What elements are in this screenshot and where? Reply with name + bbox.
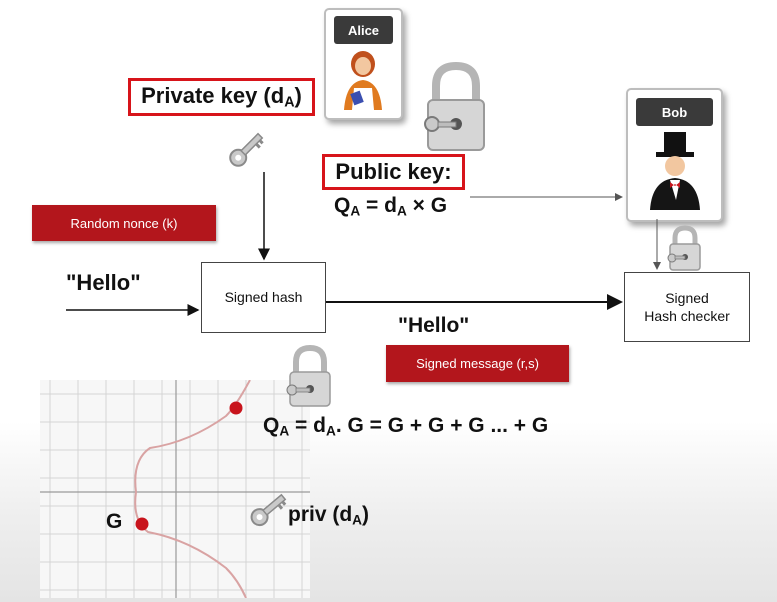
bob-avatar-icon — [650, 132, 700, 210]
priv-label: priv (dA) — [288, 503, 370, 528]
public-key-formula: QA = dA × G — [334, 194, 448, 219]
public-key-label: Public key: — [335, 159, 452, 184]
random-nonce-box: Random nonce (k) — [32, 205, 216, 241]
hash-checker-line2: Hash checker — [644, 308, 730, 324]
signed-hash-label: Signed hash — [224, 289, 303, 306]
g-point-label: G — [106, 510, 123, 533]
bob-label: Bob — [636, 98, 713, 126]
curve-line — [134, 380, 251, 598]
private-key-box: Private key (dA) — [128, 78, 315, 116]
elliptic-curve-graph — [40, 380, 310, 598]
alice-card: Alice — [324, 8, 403, 120]
alice-label: Alice — [334, 16, 393, 44]
public-key-box: Public key: — [322, 154, 465, 190]
random-nonce-label: Random nonce (k) — [70, 215, 178, 231]
curve-point-g — [135, 517, 149, 531]
message-text: "Hello" — [66, 270, 141, 295]
private-key-label: Private key (dA) — [141, 83, 302, 111]
checker-padlock-icon — [667, 225, 701, 271]
hash-checker-line1: Signed — [665, 289, 709, 306]
padlock-icon — [424, 61, 485, 151]
alice-avatar-icon — [344, 51, 382, 110]
priv-key-icon — [250, 493, 287, 527]
signed-message-label: Signed message (r,s) — [416, 356, 539, 371]
signed-message-box: Signed message (r,s) — [386, 345, 569, 382]
bob-card: Bob — [626, 88, 723, 222]
curve-point-q — [229, 401, 243, 415]
curve-padlock-icon — [286, 344, 331, 407]
key-icon — [229, 132, 264, 167]
hash-checker-box: Signed Hash checker — [624, 272, 750, 342]
message-sent-text: "Hello" — [398, 314, 470, 337]
curve-formula: QA = dA. G = G + G + G ... + G — [263, 414, 549, 439]
signed-hash-box: Signed hash — [201, 262, 326, 333]
